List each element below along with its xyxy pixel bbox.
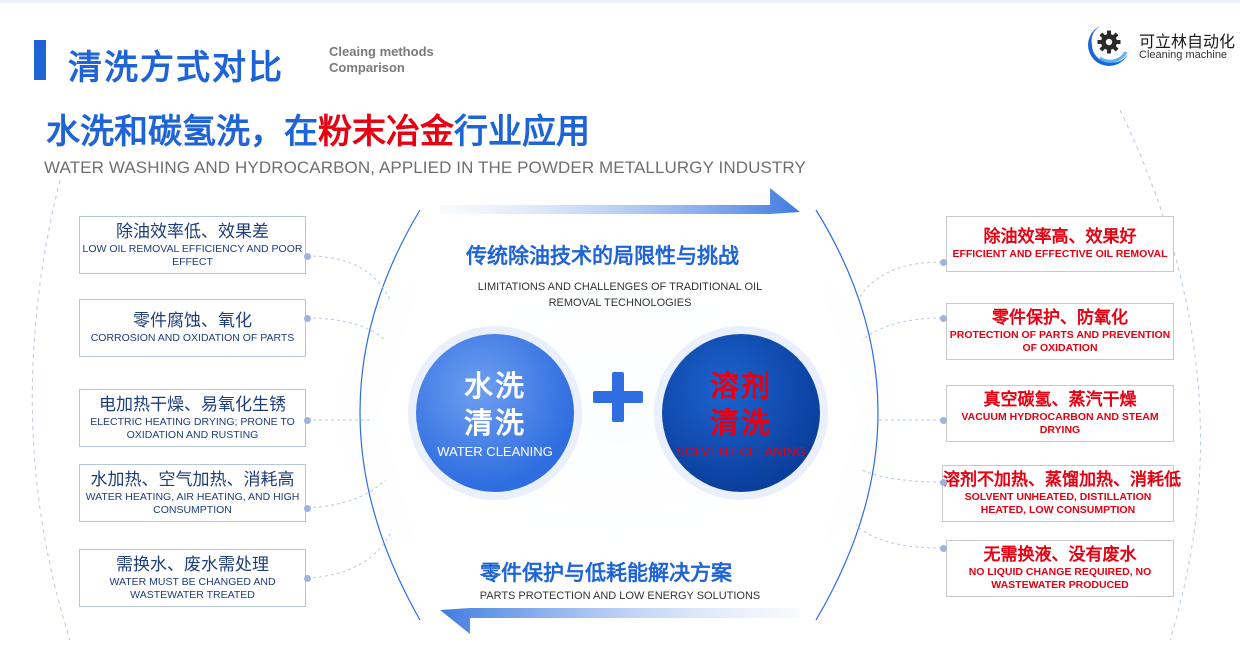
right-item-1-zh: 除油效率高、效果好: [983, 227, 1137, 247]
page-title-en: Cleaing methods Comparison: [329, 44, 434, 76]
gear-swirl-logo-icon: [1088, 23, 1131, 66]
left-item-2-zh: 零件腐蚀、氧化: [133, 311, 252, 331]
water-cleaning-en: WATER CLEANING: [437, 443, 553, 459]
right-item-3-zh: 真空碳氢、蒸汽干燥: [983, 390, 1137, 410]
left-item-3-zh: 电加热干燥、易氧化生锈: [99, 394, 286, 415]
connector-dot: [940, 479, 947, 486]
solvent-cleaning-zh2: 清洗: [709, 405, 772, 440]
headline-part2: 行业应用: [454, 112, 590, 152]
headline-part1: 水洗和碳氢洗，在: [46, 112, 318, 152]
logo-name-en: Cleaning machine: [1139, 49, 1228, 61]
right-item-1-en: EFFICIENT AND EFFECTIVE OIL REMOVAL: [952, 248, 1168, 260]
company-logo: 可立林自动化 Cleaning machine: [1086, 20, 1236, 70]
left-item-4-zh: 水加热、空气加热、消耗高: [90, 469, 295, 490]
center-top-title: 传统除油技术的局限性与挑战: [466, 244, 739, 268]
left-item-3: 电加热干燥、易氧化生锈 ELECTRIC HEATING DRYING; PRO…: [79, 389, 306, 447]
right-item-4: 溶剂不加热、蒸馏加热、消耗低 SOLVENT UNHEATED, DISTILL…: [942, 465, 1181, 522]
right-item-4-en: SOLVENT UNHEATED, DISTILLATION HEATED, L…: [964, 491, 1152, 516]
left-item-1-zh: 除油效率低、效果差: [116, 221, 269, 242]
title-accent-bar: [34, 40, 46, 80]
connector-dot: [304, 575, 311, 582]
water-cleaning-zh1: 水洗: [463, 368, 526, 403]
right-item-2: 零件保护、防氧化 PROTECTION OF PARTS AND PREVENT…: [946, 303, 1174, 360]
right-item-1: 除油效率高、效果好 EFFICIENT AND EFFECTIVE OIL RE…: [946, 216, 1174, 272]
left-item-5: 需换水、废水需处理 WATER MUST BE CHANGED AND WAST…: [79, 549, 306, 607]
plus-icon: [593, 372, 643, 422]
right-item-3-en: VACUUM HYDROCARBON AND STEAM DRYING: [961, 411, 1159, 436]
solvent-cleaning-en: SOLVENT CLEANING: [676, 443, 806, 459]
solvent-cleaning-circle: 溶剂 清洗 SOLVENT CLEANING: [662, 334, 820, 492]
logo-name-zh: 可立林自动化: [1139, 32, 1236, 51]
right-item-5: 无需换液、没有废水 NO LIQUID CHANGE REQUIRED, NO …: [946, 540, 1174, 597]
page-title-en-line1: Cleaing methods: [329, 44, 434, 59]
water-cleaning-zh2: 清洗: [463, 405, 526, 440]
left-item-2-en: CORROSION AND OXIDATION OF PARTS: [90, 332, 295, 344]
top-divider: [0, 0, 1240, 3]
left-item-4: 水加热、空气加热、消耗高 WATER HEATING, AIR HEATING,…: [79, 464, 306, 522]
left-item-3-en: ELECTRIC HEATING DRYING; PRONE TO OXIDAT…: [90, 415, 295, 441]
connector-dot: [304, 253, 311, 260]
headline-highlight: 粉末冶金: [318, 112, 454, 152]
center-bottom-title: 零件保护与低耗能解决方案: [480, 561, 732, 585]
left-item-2: 零件腐蚀、氧化 CORROSION AND OXIDATION OF PARTS: [79, 299, 306, 357]
connector-dot: [940, 417, 947, 424]
connector-dot: [304, 417, 311, 424]
left-item-1: 除油效率低、效果差 LOW OIL REMOVAL EFFICIENCY AND…: [79, 216, 306, 274]
left-item-1-en: LOW OIL REMOVAL EFFICIENCY AND POOR EFFE…: [82, 242, 303, 268]
water-cleaning-circle: 水洗 清洗 WATER CLEANING: [416, 334, 574, 492]
right-item-5-zh: 无需换液、没有废水: [983, 545, 1137, 565]
solvent-cleaning-zh1: 溶剂: [709, 368, 772, 403]
right-item-2-en: PROTECTION OF PARTS AND PREVENTION OF OX…: [949, 329, 1171, 354]
connector-dot: [940, 315, 947, 322]
right-item-5-en: NO LIQUID CHANGE REQUIRED, NO WASTEWATER…: [968, 566, 1152, 591]
center-top-subtitle: LIMITATIONS AND CHALLENGES OF TRADITIONA…: [477, 281, 763, 309]
page-title-en-line2: Comparison: [329, 60, 405, 75]
right-item-3: 真空碳氢、蒸汽干燥 VACUUM HYDROCARBON AND STEAM D…: [946, 385, 1174, 442]
headline-subtitle: WATER WASHING AND HYDROCARBON, APPLIED I…: [44, 158, 806, 177]
left-item-5-en: WATER MUST BE CHANGED AND WASTEWATER TRE…: [109, 575, 276, 601]
connector-dot: [940, 259, 947, 266]
connector-dot: [940, 545, 947, 552]
right-item-4-zh: 溶剂不加热、蒸馏加热、消耗低: [943, 470, 1181, 490]
center-bottom-subtitle: PARTS PROTECTION AND LOW ENERGY SOLUTION…: [479, 590, 761, 602]
left-item-4-en: WATER HEATING, AIR HEATING, AND HIGH CON…: [85, 490, 300, 516]
left-item-5-zh: 需换水、废水需处理: [116, 554, 269, 575]
connector-dot: [304, 505, 311, 512]
headline: 水洗和碳氢洗，在粉末冶金行业应用: [46, 104, 590, 153]
page-title: 清洗方式对比: [68, 48, 284, 88]
right-item-2-zh: 零件保护、防氧化: [992, 308, 1128, 328]
connector-dot: [304, 315, 311, 322]
